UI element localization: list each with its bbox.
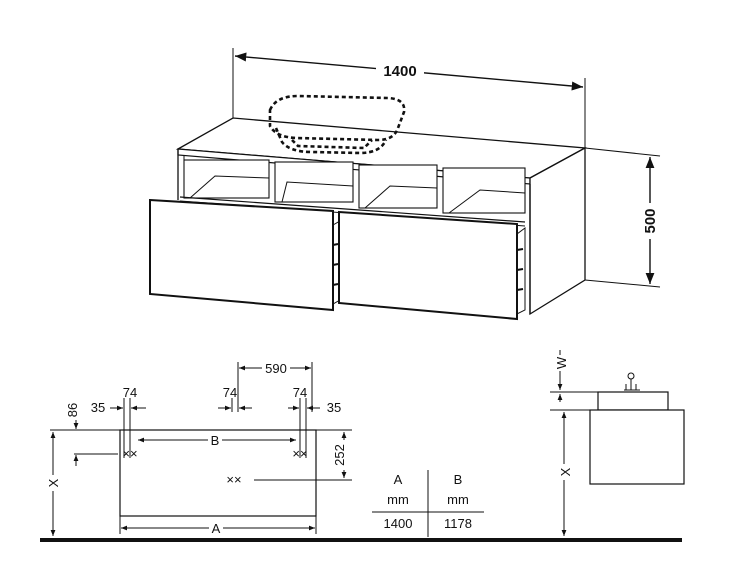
table-header-b: B [454, 472, 463, 487]
table-unit-b: mm [447, 492, 469, 507]
open-shelves [183, 159, 526, 214]
dim-74-left-label: 74 [123, 385, 137, 400]
height-ext-top [584, 147, 661, 157]
height-ext-bottom [584, 279, 661, 288]
label-B: B [211, 433, 220, 448]
dim-35-left-label: 35 [91, 400, 105, 415]
dim-35-right-label: 35 [327, 400, 341, 415]
fixing-mark-center: ×× [226, 472, 241, 487]
left-drawer-front[interactable] [149, 198, 334, 312]
side-view: W X [550, 350, 685, 536]
table-header-a: A [394, 472, 403, 487]
plan-cabinet-outline [119, 429, 317, 517]
side-x-label: X [558, 467, 573, 476]
cabinet-right-side [529, 146, 586, 316]
cabinet-perspective-view: 1400 500 [149, 48, 661, 321]
faucet-icon [624, 372, 640, 391]
table-value-b: 1178 [444, 516, 472, 531]
width-dimension-label: 1400 [383, 63, 416, 80]
washbasin-dashed [268, 94, 406, 155]
side-cabinet [589, 409, 685, 485]
dimension-table: A B mm mm 1400 1178 [372, 470, 484, 537]
dim-86-label: 86 [65, 403, 80, 417]
height-dimension-label: 500 [642, 208, 659, 233]
table-value-a: 1400 [384, 516, 413, 531]
dim-74-right-label: 74 [293, 385, 307, 400]
right-drawer-front[interactable] [338, 210, 518, 321]
side-basin [597, 391, 669, 411]
fixing-mark-left: ×× [122, 446, 137, 461]
dim-252-label: 252 [332, 444, 347, 466]
plan-view: 590 74 74 74 35 35 86 X [45, 360, 352, 536]
side-w-label: W [554, 356, 569, 369]
dim-74-mid-label: 74 [223, 385, 237, 400]
plan-x-label: X [46, 478, 61, 487]
label-A: A [212, 521, 221, 536]
fixing-mark-right: ×× [292, 446, 307, 461]
dim-590-label: 590 [265, 361, 287, 376]
table-unit-a: mm [387, 492, 409, 507]
